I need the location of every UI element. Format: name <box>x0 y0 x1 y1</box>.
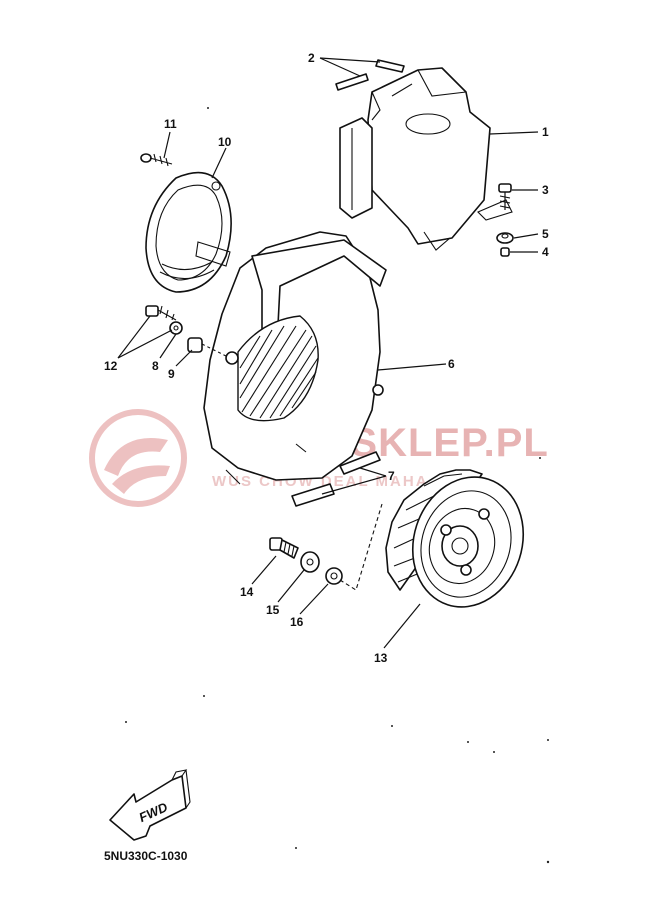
part-13-flywheel-fan <box>385 469 525 608</box>
callout-13: 13 <box>374 651 388 665</box>
part-3-screw <box>498 183 512 210</box>
callout-7: 7 <box>388 469 395 483</box>
part-5-washer <box>496 232 514 244</box>
part-2-strips <box>335 59 405 91</box>
callout-15: 15 <box>266 603 280 617</box>
part-4-nut <box>500 247 510 257</box>
assembly-line <box>339 503 383 591</box>
callout-9: 9 <box>168 367 175 381</box>
part-7-strips <box>291 451 381 507</box>
callout-10: 10 <box>218 135 232 149</box>
part-11-screw <box>140 153 173 167</box>
scan-speckles <box>125 107 550 864</box>
leader-lines <box>117 57 539 649</box>
callout-2: 2 <box>308 51 315 65</box>
part-10-ring-cover <box>145 171 232 293</box>
callouts: 1 2 3 4 5 6 7 8 9 10 11 12 13 14 15 16 <box>104 51 549 665</box>
part-1-upper-cover <box>339 67 513 251</box>
watermark-logo-icon <box>89 409 187 507</box>
fwd-arrow-icon: FWD <box>109 769 191 841</box>
callout-14: 14 <box>240 585 254 599</box>
part-14-bolt <box>269 537 299 559</box>
callout-1: 1 <box>542 125 549 139</box>
callout-6: 6 <box>448 357 455 371</box>
callout-8: 8 <box>152 359 159 373</box>
callout-16: 16 <box>290 615 304 629</box>
part-6-fan-housing <box>203 231 387 485</box>
callout-11: 11 <box>164 117 177 131</box>
part-8-washer <box>169 321 183 335</box>
diagram-code: 5NU330C-1030 <box>104 849 188 863</box>
part-12-bolt <box>145 305 177 321</box>
part-15-washer <box>300 551 320 573</box>
part-9-collar <box>187 337 227 357</box>
callout-4: 4 <box>542 245 549 259</box>
callout-5: 5 <box>542 227 549 241</box>
callout-3: 3 <box>542 183 549 197</box>
callout-12: 12 <box>104 359 118 373</box>
part-16-washer <box>325 567 343 585</box>
